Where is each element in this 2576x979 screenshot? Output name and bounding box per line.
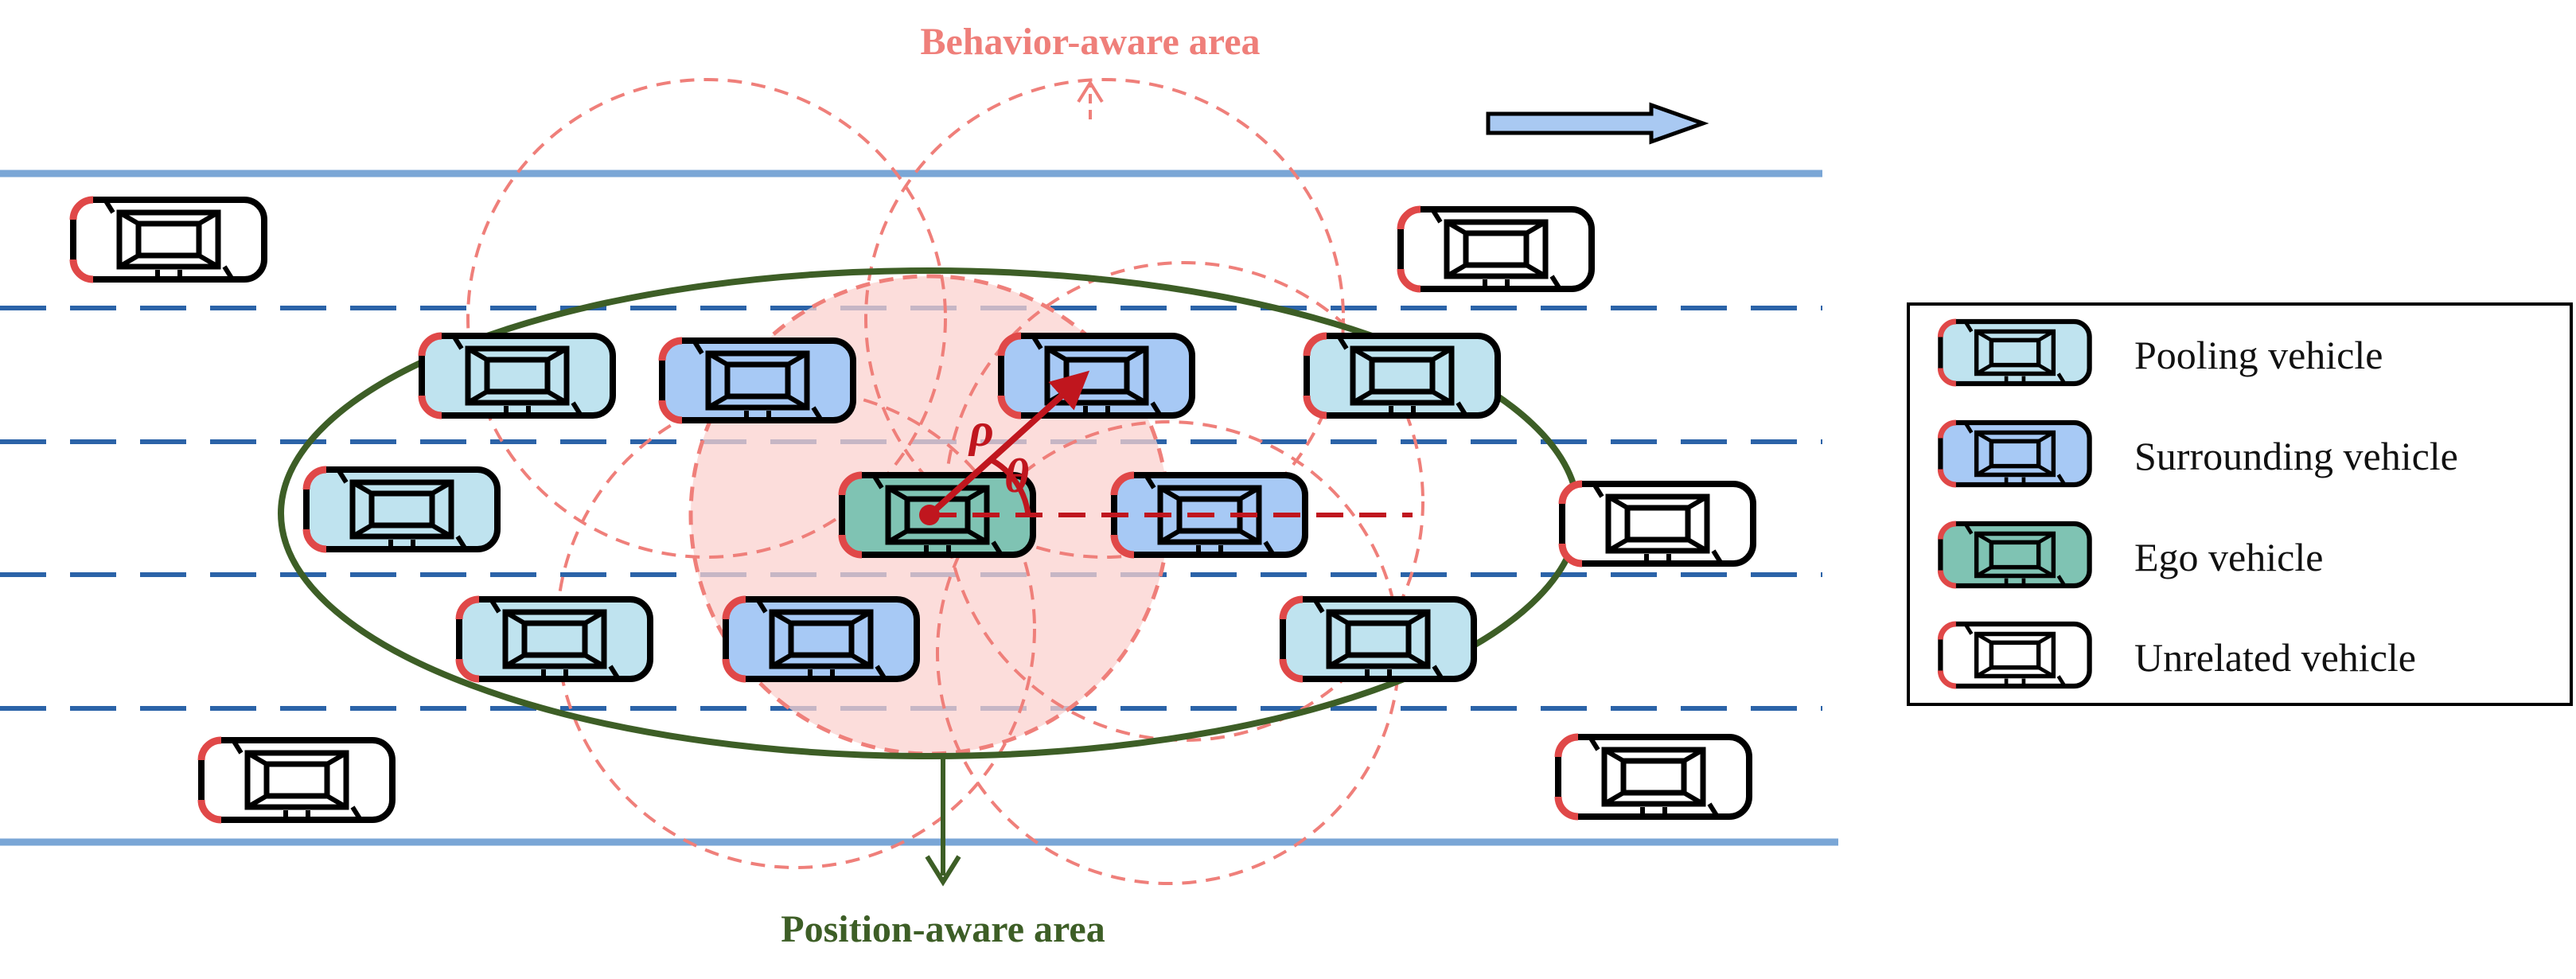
legend-item-ego: Ego vehicle	[1940, 524, 2323, 586]
vehicle-surrounding	[726, 599, 917, 679]
legend-item-pooling: Pooling vehicle	[1940, 322, 2383, 384]
rho-label: ρ	[968, 404, 994, 456]
behavior-area-label: Behavior-aware area	[920, 21, 1260, 63]
position-area-label: Position-aware area	[781, 908, 1105, 950]
vehicle-pooling	[459, 599, 650, 679]
vehicle-unrelated	[1562, 484, 1753, 564]
vehicle-unrelated	[73, 200, 264, 279]
legend-label-surrounding: Surrounding vehicle	[2134, 434, 2458, 478]
direction-arrow	[1486, 102, 1709, 145]
behavior-area-1	[466, 78, 947, 559]
legend-item-surrounding: Surrounding vehicle	[1940, 423, 2458, 485]
vehicle-unrelated	[1401, 209, 1592, 289]
position-callout-arrowhead	[925, 855, 961, 887]
polar-annotation: ρ θ	[919, 370, 1413, 525]
vehicle-pooling	[422, 336, 613, 415]
theta-arc	[990, 457, 1031, 516]
rho-arrow	[927, 370, 1090, 517]
behavior-callout-arrowhead	[1077, 80, 1104, 103]
vehicle-surrounding	[1001, 336, 1192, 415]
legend-label-unrelated: Unrelated vehicle	[2134, 635, 2416, 680]
position-area-callout: Position-aware area	[781, 756, 1105, 950]
vehicle-pooling	[1307, 336, 1498, 415]
ego-origin-dot	[919, 505, 940, 525]
theta-label: θ	[1004, 450, 1029, 502]
vehicle-unrelated	[1558, 737, 1749, 817]
vehicle-pooling	[1283, 599, 1474, 679]
vehicle-unrelated	[201, 740, 392, 820]
behavior-area-callout: Behavior-aware area	[920, 21, 1261, 119]
vehicle-surrounding	[662, 341, 853, 420]
legend: Pooling vehicle Surrounding vehicle Ego …	[1907, 302, 2573, 706]
legend-item-unrelated: Unrelated vehicle	[1940, 624, 2416, 686]
legend-label-ego: Ego vehicle	[2134, 535, 2323, 579]
legend-label-pooling: Pooling vehicle	[2134, 333, 2383, 377]
behavior-area-2	[864, 78, 1345, 559]
vehicle-pooling	[306, 470, 497, 549]
